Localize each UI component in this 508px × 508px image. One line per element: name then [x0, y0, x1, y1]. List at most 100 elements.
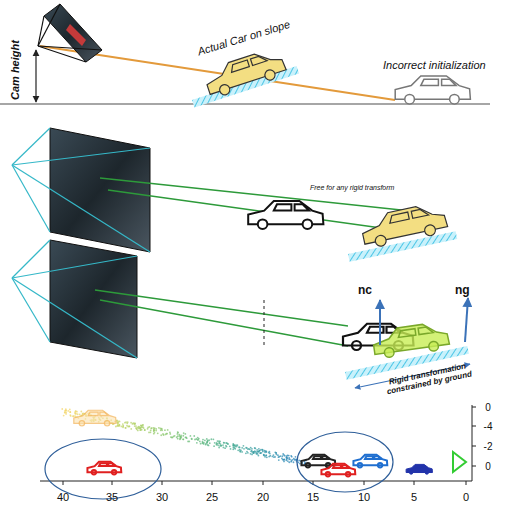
cloud-point [191, 438, 193, 440]
cloud-point [144, 429, 146, 431]
cloud-point [196, 442, 198, 444]
tick-label: 30 [156, 491, 168, 503]
cloud-point [263, 455, 265, 457]
normal-arrow [379, 300, 381, 345]
cloud-point [174, 435, 176, 437]
cloud-point [209, 442, 211, 444]
cloud-point [273, 456, 275, 458]
cloud-point [255, 452, 257, 454]
camera [12, 128, 150, 252]
cloud-point [283, 459, 285, 461]
tick-label: 0 [485, 461, 491, 472]
cloud-point [206, 438, 208, 440]
ray-line [95, 290, 348, 326]
cloud-point [237, 449, 239, 451]
cloud-point [118, 425, 120, 427]
cloud-point [208, 445, 210, 447]
cloud-point [225, 445, 227, 447]
cloud-point [241, 447, 243, 449]
cloud-point [266, 456, 268, 458]
cloud-point [139, 428, 141, 430]
tick-label: 5 [411, 491, 417, 503]
tick-label: 15 [307, 491, 319, 503]
cloud-point [276, 453, 278, 455]
cloud-point [122, 423, 124, 425]
cloud-point [169, 433, 171, 435]
guide-line [264, 300, 265, 345]
ground-line [0, 103, 490, 105]
cloud-point [76, 411, 78, 413]
cloud-point [273, 454, 275, 456]
cloud-point [207, 444, 209, 446]
cloud-point [295, 456, 297, 458]
cloud-point [153, 430, 155, 432]
cloud-point [136, 428, 138, 430]
cloud-point [65, 409, 67, 411]
cloud-point [69, 411, 71, 413]
cloud-point [294, 459, 296, 461]
cloud-point [167, 429, 169, 431]
cloud-point [72, 415, 74, 417]
cloud-point [207, 440, 209, 442]
ray-line [100, 300, 348, 346]
cloud-point [246, 451, 248, 453]
cloud-point [264, 450, 266, 452]
cloud-point [213, 445, 215, 447]
cloud-point [210, 438, 212, 440]
cloud-point [224, 447, 226, 449]
cloud-point [200, 443, 202, 445]
cloud-point [122, 425, 124, 427]
cloud-point [274, 451, 276, 453]
cloud-point [251, 448, 253, 450]
car-label: Actual Car on slope [196, 18, 291, 58]
cloud-point [199, 441, 201, 443]
car-label: Incorrect initialization [383, 59, 486, 71]
cloud-point [232, 447, 234, 449]
camera-line [12, 278, 50, 342]
cloud-point [69, 409, 71, 411]
cloud-point [124, 427, 126, 429]
cloud-point [169, 431, 171, 433]
cloud-point [75, 413, 77, 415]
cloud-point [265, 454, 267, 456]
cloud-point [150, 430, 152, 432]
axes [40, 405, 476, 485]
cloud-point [242, 445, 244, 447]
cloud-point [126, 425, 128, 427]
cloud-point [136, 428, 138, 430]
cloud-point [298, 460, 300, 462]
cloud-point [227, 443, 229, 445]
cloud-point [219, 445, 221, 447]
cloud-point [170, 436, 172, 438]
cloud-point [205, 444, 207, 446]
tick-label: 0 [463, 491, 469, 503]
cloud-point [219, 440, 221, 442]
highlight-ellipse [45, 439, 161, 499]
cloud-point [177, 432, 179, 434]
cloud-point [268, 452, 270, 454]
cloud-point [265, 450, 267, 452]
cloud-point [254, 447, 256, 449]
cloud-point [245, 447, 247, 449]
tick-label: -4 [484, 421, 493, 432]
cloud-point [118, 424, 120, 426]
cloud-point [138, 426, 140, 428]
image-plane [44, 4, 102, 62]
cloud-point [223, 446, 225, 448]
cloud-point [134, 423, 136, 425]
cloud-point [162, 433, 164, 435]
cloud-point [278, 456, 280, 458]
cloud-point [250, 450, 252, 452]
cloud-point [290, 455, 292, 457]
cloud-point [236, 444, 238, 446]
cloud-point [291, 456, 293, 458]
cloud-point [204, 440, 206, 442]
cloud-point [297, 462, 299, 464]
cloud-point [176, 436, 178, 438]
cloud-point [218, 447, 220, 449]
cloud-point [188, 441, 190, 443]
car-outline [406, 464, 432, 474]
axis-label: Cam height [9, 40, 21, 100]
car-outline [353, 455, 387, 468]
